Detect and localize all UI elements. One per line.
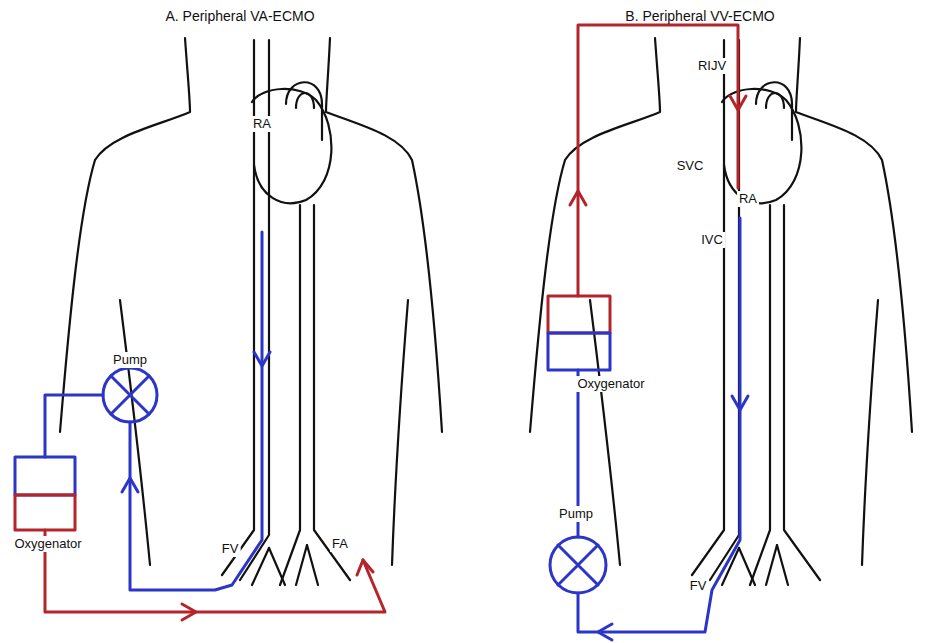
component-label: Pump [557, 506, 595, 522]
vessel-label: SVC [675, 158, 706, 174]
vessel-label: FV [220, 541, 241, 557]
vessel-label: FA [330, 536, 350, 552]
chamber-label: RA [251, 116, 273, 132]
panel-title: B. Peripheral VV-ECMO [623, 8, 776, 25]
vessel-label: RIJV [696, 58, 728, 74]
component-label: Pump [111, 352, 149, 368]
vessel-label: FV [688, 578, 709, 594]
chamber-label: RA [737, 191, 759, 207]
panel-title: A. Peripheral VA-ECMO [163, 8, 316, 25]
component-label: Oxygenator [12, 536, 83, 552]
component-label: Oxygenator [575, 376, 646, 392]
vessel-label: IVC [699, 232, 725, 248]
